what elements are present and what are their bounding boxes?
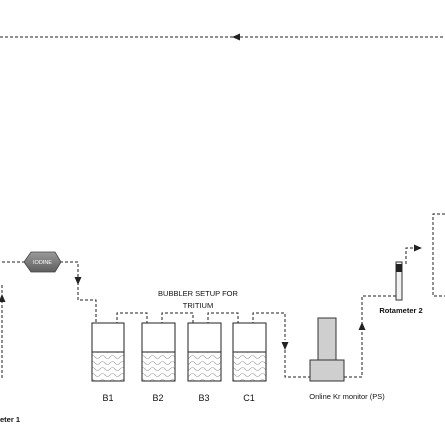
line-to-b1 [77, 282, 97, 324]
bubbler-b2: B2 [141, 322, 176, 403]
bubbler-label: C1 [243, 393, 255, 403]
iodine-label: IODINE [33, 260, 52, 266]
left-up-arrow [0, 294, 6, 302]
rotameter-2: Rotameter 2 [379, 261, 423, 315]
kr-down-arrow [281, 342, 289, 350]
kr-up-arrow [358, 322, 366, 330]
line-from-kr-monitor [344, 295, 397, 378]
iodine-hexagon-icon [23, 251, 62, 273]
bubbler-title-line2: TRITIUM [183, 301, 213, 310]
rotameter1-label: eter 1 [0, 415, 20, 424]
iodine-outlet-line [60, 261, 79, 282]
right-return-line [432, 213, 445, 297]
kr-monitor-label: Online Kr monitor (PS) [309, 392, 385, 401]
bubbler-label: B1 [102, 393, 113, 403]
rotameter2-label: Rotameter 2 [379, 306, 422, 315]
bubbler-b1: B1 [91, 322, 125, 403]
kr-monitor: Online Kr monitor (PS) [309, 317, 385, 401]
bubbler-title-line1: BUBBLER SETUP FOR [158, 289, 238, 298]
bubbler-c1: C1 [232, 322, 267, 403]
iodine-trap: IODINE [23, 251, 62, 273]
c1-outlet-link [252, 312, 286, 340]
bubbler-label: B2 [152, 393, 163, 403]
iodine-down-arrow [74, 277, 82, 285]
top-line-arrow [232, 33, 240, 41]
bubbler-b3: B3 [187, 322, 222, 403]
bubbler-label: B3 [198, 393, 209, 403]
line-to-kr-monitor [284, 350, 310, 378]
rotameter2-right-arrow [414, 244, 422, 252]
rotameter2-top-line [405, 247, 420, 264]
